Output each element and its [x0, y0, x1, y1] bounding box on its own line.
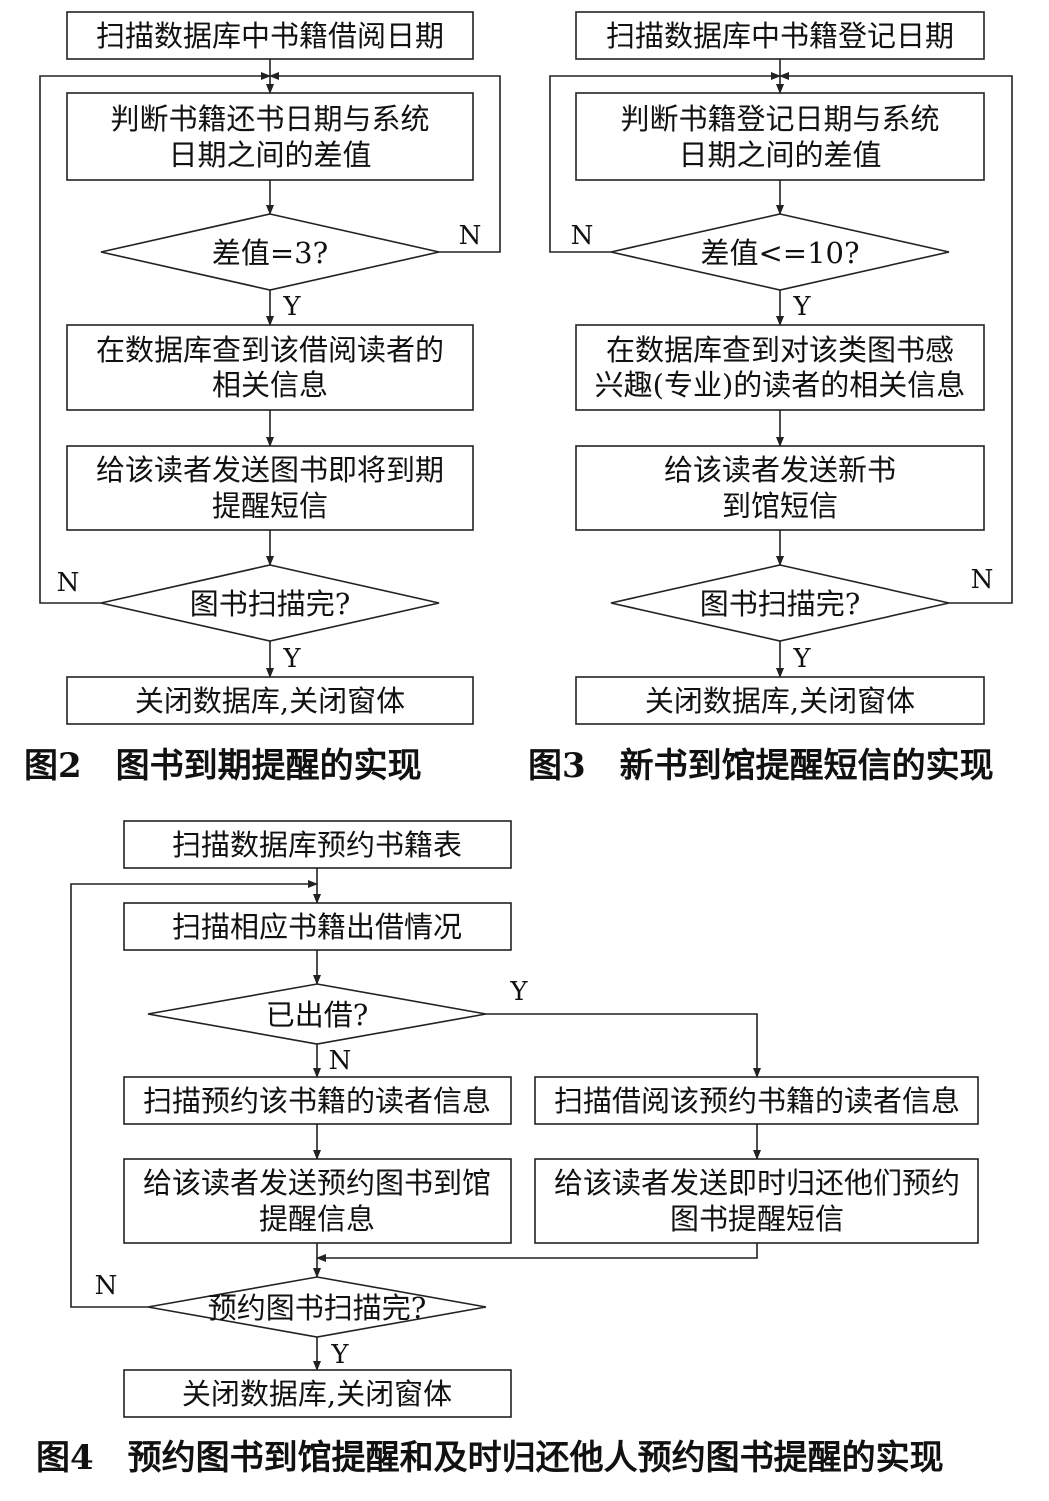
fig2-no-loop-diff — [269, 72, 501, 253]
fig4-left-scan-text: 扫描预约该书籍的读者信息 — [143, 1084, 491, 1118]
fig2-scan-box — [66, 11, 474, 60]
fig2-label-no-diff: N — [459, 221, 482, 251]
fig4-left-scan-box — [123, 1076, 512, 1125]
fig3-label-yes-diff: Y — [792, 292, 811, 322]
fig3-judge-line1: 判断书籍登记日期与系统 — [620, 102, 939, 136]
fig3-no-loop-done — [779, 72, 1013, 604]
fig2-judge-line1: 判断书籍还书日期与系统 — [110, 102, 429, 136]
fig3-lookup-box — [575, 324, 985, 411]
fig4-arrow-right-merge — [316, 1243, 758, 1262]
fig3-send-line1: 给该读者发送新书 — [664, 453, 896, 487]
fig2-judge-box — [66, 92, 474, 181]
fig3-scan-box — [575, 11, 985, 60]
fig3-lookup-line1: 在数据库查到对该类图书感 — [606, 333, 954, 367]
fig3-decision-done-text: 图书扫描完? — [700, 587, 861, 621]
fig4-label-no-done: N — [95, 1271, 118, 1301]
fig4-left-send-box — [123, 1158, 512, 1244]
fig3-label-yes-done: Y — [792, 644, 811, 674]
figure-4: 扫描数据库预约书籍表 扫描相应书籍出借情况 已出借? Y N 扫描预约该书籍的读… — [36, 820, 979, 1478]
fig3-close-text: 关闭数据库,关闭窗体 — [645, 684, 915, 718]
fig3-lookup-line2: 兴趣(专业)的读者的相关信息 — [595, 368, 966, 402]
fig4-right-send-line2: 图书提醒短信 — [670, 1202, 844, 1236]
fig2-caption: 图2 图书到期提醒的实现 — [24, 746, 422, 786]
fig2-judge-line2: 日期之间的差值 — [168, 138, 371, 172]
fig4-caption: 图4 预约图书到馆提醒和及时归还他人预约图书提醒的实现 — [36, 1438, 944, 1478]
fig4-label-yes-borrowed: Y — [509, 977, 528, 1007]
fig2-scan-text: 扫描数据库中书籍借阅日期 — [96, 19, 444, 53]
fig2-decision-done-text: 图书扫描完? — [190, 587, 351, 621]
fig2-label-yes-diff: Y — [282, 292, 301, 322]
fig4-right-scan-box — [534, 1076, 979, 1125]
fig4-right-send-line1: 给该读者发送即时归还他们预约 — [554, 1166, 960, 1200]
fig4-scan-table-box — [123, 820, 512, 869]
fig4-yes-branch — [486, 1013, 761, 1078]
fig4-right-scan-text: 扫描借阅该预约书籍的读者信息 — [554, 1084, 960, 1118]
fig3-no-loop-diff — [549, 72, 781, 253]
fig3-caption: 图3 新书到馆提醒短信的实现 — [528, 746, 994, 786]
fig4-scan-status-box — [123, 902, 512, 951]
fig4-left-send-line2: 提醒信息 — [259, 1202, 375, 1236]
fig4-decision-borrowed-text: 已出借? — [266, 998, 369, 1032]
fig4-right-send-box — [534, 1158, 979, 1244]
fig3-scan-text: 扫描数据库中书籍登记日期 — [606, 19, 954, 53]
fig3-send-box — [575, 445, 985, 531]
fig4-no-loop-done — [70, 880, 318, 1308]
fig2-close-box — [66, 676, 474, 725]
fig2-close-text: 关闭数据库,关闭窗体 — [135, 684, 405, 718]
fig3-send-line2: 到馆短信 — [722, 489, 838, 523]
fig2-lookup-box — [66, 324, 474, 411]
fig3-close-box — [575, 676, 985, 725]
fig4-label-yes-done: Y — [330, 1340, 349, 1370]
fig4-scan-status-text: 扫描相应书籍出借情况 — [172, 910, 462, 944]
figure-2: 扫描数据库中书籍借阅日期 判断书籍还书日期与系统 日期之间的差值 差值=3? N… — [24, 11, 501, 786]
fig2-label-no-done: N — [57, 568, 80, 598]
fig4-scan-table-text: 扫描数据库预约书籍表 — [172, 828, 462, 862]
fig3-judge-box — [575, 92, 985, 181]
fig2-no-loop-done — [39, 72, 271, 604]
fig2-lookup-line2: 相关信息 — [212, 368, 328, 402]
fig2-label-yes-done: Y — [282, 644, 301, 674]
fig4-label-no-borrowed: N — [329, 1046, 352, 1076]
fig2-lookup-line1: 在数据库查到该借阅读者的 — [96, 333, 444, 367]
fig2-send-line1: 给该读者发送图书即将到期 — [96, 453, 444, 487]
fig4-close-text: 关闭数据库,关闭窗体 — [182, 1377, 452, 1411]
fig3-decision-diff-text: 差值<=10? — [700, 236, 859, 270]
figure-3: 扫描数据库中书籍登记日期 判断书籍登记日期与系统 日期之间的差值 差值<=10?… — [528, 11, 1013, 786]
fig3-judge-line2: 日期之间的差值 — [678, 138, 881, 172]
fig3-label-no-diff: N — [571, 221, 594, 251]
fig4-left-send-line1: 给该读者发送预约图书到馆 — [143, 1166, 491, 1200]
fig4-decision-done-text: 预约图书扫描完? — [208, 1291, 427, 1325]
fig3-label-no-done: N — [971, 565, 994, 595]
fig2-decision-diff-text: 差值=3? — [212, 236, 328, 270]
fig2-send-box — [66, 445, 474, 531]
fig4-close-box — [123, 1369, 512, 1418]
fig2-send-line2: 提醒短信 — [212, 489, 328, 523]
